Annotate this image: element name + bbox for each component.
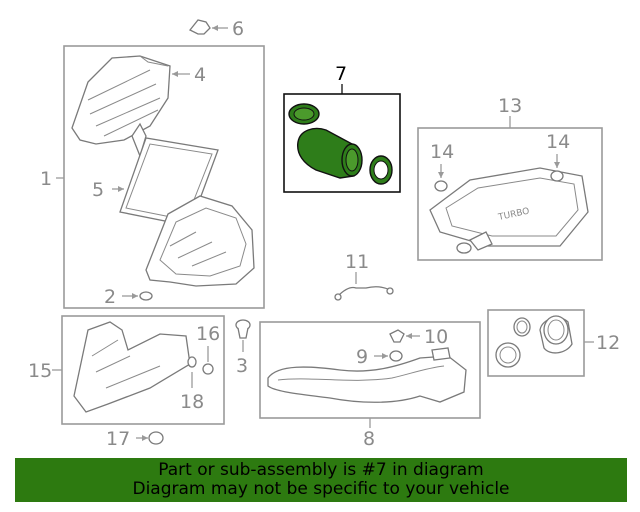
grommet: [139, 291, 153, 301]
banner-line-2: Diagram may not be specific to your vehi…: [132, 479, 510, 499]
inlet-duct-group: 8 9 10: [259, 321, 481, 450]
callout-17[interactable]: 17: [106, 428, 130, 450]
callout-15[interactable]: 15: [28, 360, 52, 382]
callout-7[interactable]: 7: [335, 63, 347, 85]
callout-10[interactable]: 10: [424, 326, 448, 348]
air-cleaner-group: 1 4 5 2: [40, 45, 265, 309]
cover-mount: [456, 242, 472, 254]
callout-6[interactable]: 6: [232, 18, 244, 40]
info-banner: Part or sub-assembly is #7 in diagram Di…: [15, 458, 627, 502]
engine-cover-group: 13 TURBO 14 14: [417, 95, 603, 261]
inlet-duct: [267, 355, 467, 403]
engine-cover: [429, 167, 589, 247]
callout-13[interactable]: 13: [498, 95, 522, 117]
resonator-bolt: [202, 363, 214, 375]
cover-grommet-right: [550, 170, 564, 182]
resonator-group: 15 16 18: [28, 315, 225, 425]
callout-9[interactable]: 9: [356, 346, 368, 368]
callout-11[interactable]: 11: [345, 251, 369, 273]
grommet-3: 3: [235, 319, 251, 377]
housing-clip: [131, 122, 147, 158]
callout-5[interactable]: 5: [92, 179, 104, 201]
inlet-grommet: [389, 350, 403, 362]
banner-line-1: Part or sub-assembly is #7 in diagram: [158, 460, 484, 480]
callout-18[interactable]: 18: [180, 391, 204, 413]
callout-12[interactable]: 12: [596, 332, 620, 354]
coupler-clamp-small: [513, 317, 531, 337]
callout-16[interactable]: 16: [196, 323, 220, 345]
coupler-group: 12: [487, 309, 620, 377]
outlet-duct-group: 7: [283, 63, 401, 193]
callout-8[interactable]: 8: [363, 428, 375, 450]
bolt-17: 17: [106, 428, 164, 450]
resonator-grommet: [187, 356, 197, 368]
callout-14-left[interactable]: 14: [430, 141, 454, 163]
air-cleaner-box: [63, 45, 265, 309]
callout-2[interactable]: 2: [104, 286, 116, 308]
callout-1[interactable]: 1: [40, 168, 52, 190]
cover-grommet-left: [434, 180, 448, 192]
vent-hose: 11: [334, 251, 394, 301]
callout-4[interactable]: 4: [194, 64, 206, 86]
bolt-6: 6: [188, 18, 244, 40]
resonator: [73, 321, 191, 413]
coupler-box: [487, 309, 585, 377]
air-cleaner-lower-housing: [145, 195, 255, 287]
callout-14-right[interactable]: 14: [546, 131, 570, 153]
callout-3[interactable]: 3: [236, 355, 248, 377]
inlet-bolt: [389, 329, 405, 343]
